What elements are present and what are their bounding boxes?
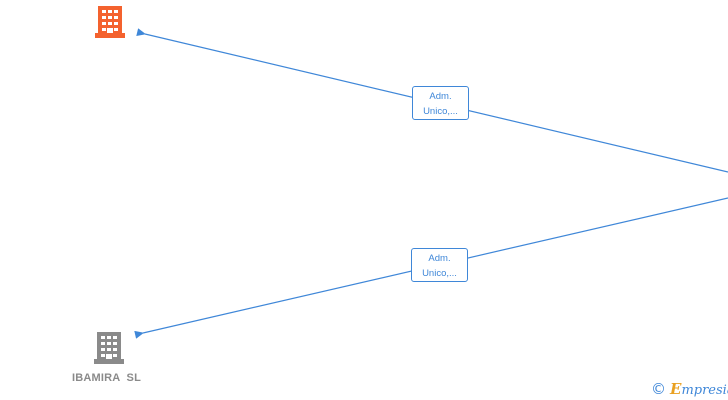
edge-label-bottom[interactable]: Adm. Unico,...: [411, 248, 468, 282]
brand-logo: Empresia: [670, 380, 728, 398]
copyright-icon: ©: [651, 380, 666, 398]
edge-label-line2: Unico,...: [422, 268, 457, 279]
company-name-label[interactable]: IBAMIRA SL: [72, 372, 142, 384]
building-icon[interactable]: [95, 6, 125, 38]
edge-label-top[interactable]: Adm. Unico,...: [412, 86, 469, 120]
building-icon[interactable]: [94, 332, 124, 364]
edge-label-line2: Unico,...: [423, 106, 458, 117]
edge-label-line1: Adm.: [429, 91, 452, 102]
edge-label-line1: Adm.: [428, 253, 451, 264]
empresia-watermark: © Empresia: [651, 379, 728, 399]
